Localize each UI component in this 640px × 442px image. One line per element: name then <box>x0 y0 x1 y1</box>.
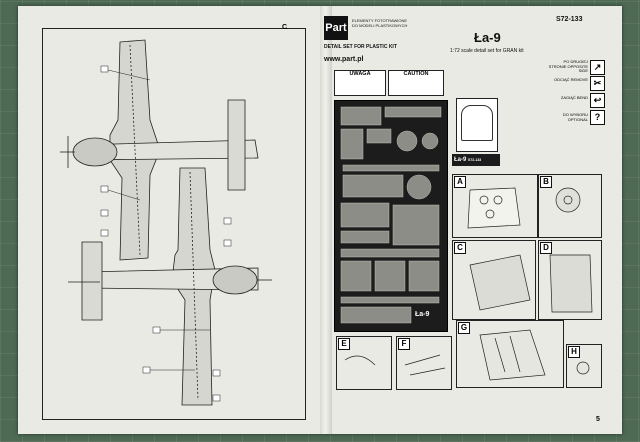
aircraft-bottom-view <box>68 167 272 406</box>
scale-line: 1:72 scale detail set for GRAN kit <box>450 48 524 54</box>
mini-fret-code: S72-133 <box>468 158 482 162</box>
part-logo: Part <box>324 16 348 40</box>
step-c-box <box>452 240 536 320</box>
step-c-label: C <box>454 242 466 254</box>
aircraft-top-view <box>60 39 259 261</box>
detail-set-label: DETAIL SET FOR PLASTIC KIT <box>324 44 397 50</box>
mini-fret-model: Ła-9 <box>454 157 467 163</box>
panel-outline <box>461 105 493 141</box>
legend-optional: DO WYBORU OPTIONAL <box>562 112 588 122</box>
legend-bend: ZAGIĄĆ BEND <box>560 95 588 100</box>
arrow-right-icon: ↗ <box>590 60 605 75</box>
instrument-panel-preview <box>456 98 498 152</box>
model-title: Ła-9 <box>474 30 501 45</box>
website: www.part.pl <box>324 56 364 63</box>
uwaga-box: UWAGA <box>334 70 386 96</box>
uwaga-title: UWAGA <box>349 71 371 77</box>
step-a-box <box>452 174 538 238</box>
photo-etched-fret: Ła-9 <box>334 100 448 332</box>
step-b-label: B <box>540 176 552 188</box>
step-e-box <box>336 336 392 390</box>
step-g-box <box>456 320 564 388</box>
step-h-box <box>566 344 602 388</box>
step-h-label: H <box>568 346 580 358</box>
left-page-mark: C <box>282 24 288 31</box>
fret-label: Ła-9 <box>415 311 430 318</box>
aircraft-diagram-frame <box>42 28 306 420</box>
step-e-label: E <box>338 338 350 350</box>
step-f-box <box>396 336 452 390</box>
legend-opposite-side: PO DRUGIEJ STRONIE OPPOSITE SIDE <box>548 59 588 73</box>
header-line1: ELEMENTY FOTOTRAWIONE <box>352 18 408 23</box>
question-icon: ? <box>590 110 605 125</box>
step-f-label: F <box>398 338 410 350</box>
step-d-box <box>538 240 602 320</box>
callout-lines <box>107 69 210 371</box>
step-d-label: D <box>540 242 552 254</box>
bend-arrow-icon: ↩ <box>590 93 605 108</box>
set-code: S72-133 <box>556 16 583 23</box>
caution-title: CAUTION <box>403 71 429 77</box>
sheet-fold <box>320 6 332 434</box>
step-a-label: A <box>454 176 466 188</box>
legend-remove: ODCIĄĆ REMOVE <box>553 77 588 82</box>
fret-parts <box>340 106 442 324</box>
scissors-icon: ✂ <box>590 76 605 91</box>
header-line2: DO MODELI PLASTIKOWYCH <box>352 23 408 28</box>
mini-fret-label: Ła-9 S72-133 <box>452 154 500 166</box>
caution-box: CAUTION <box>388 70 444 96</box>
step-g-label: G <box>458 322 470 334</box>
step-b-box <box>538 174 602 238</box>
right-page-mark: 5 <box>596 416 600 423</box>
